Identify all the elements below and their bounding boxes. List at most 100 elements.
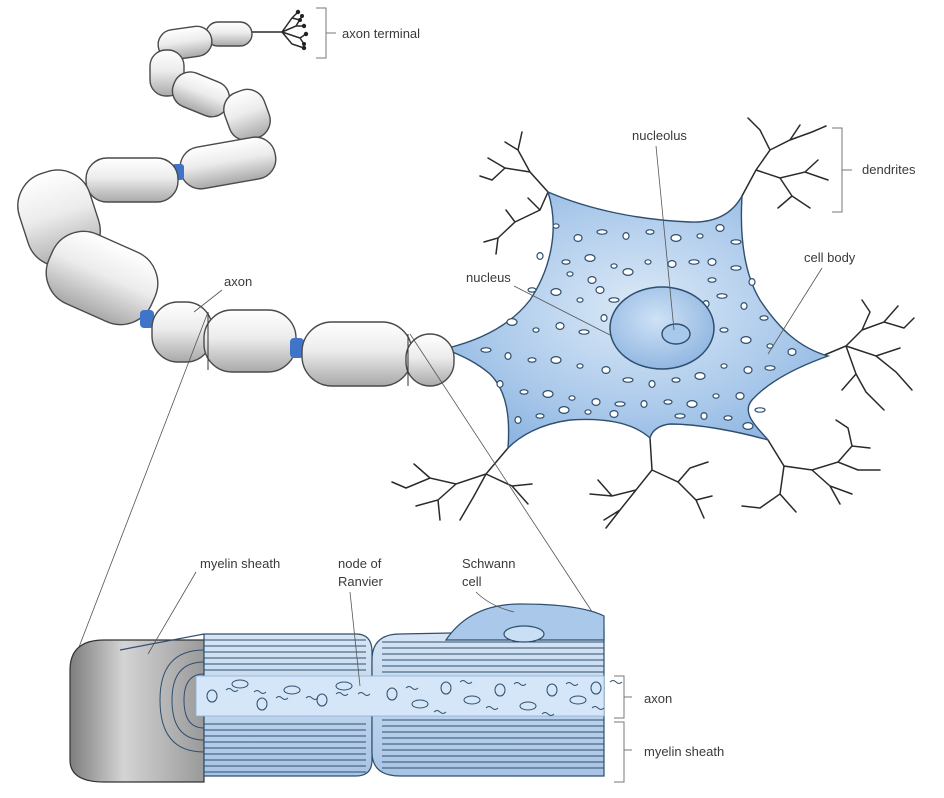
- nucleus-label: nucleus: [466, 270, 511, 285]
- nissl-granule: [550, 288, 562, 297]
- nissl-granule: [609, 410, 619, 419]
- nissl-granule: [595, 286, 605, 295]
- nissl-granule: [740, 302, 748, 311]
- axon-organelle: [335, 681, 353, 691]
- axon-organelle: [569, 695, 587, 705]
- axon-organelle: [463, 695, 481, 705]
- left-block-cap: [69, 639, 205, 783]
- zoom-line-right: [409, 333, 605, 631]
- node-of-ranvier-marker-2: [140, 310, 154, 328]
- nissl-granule: [696, 233, 704, 239]
- myelinated-axon: [17, 9, 455, 387]
- nissl-granule: [552, 223, 560, 229]
- axon-filament: [591, 706, 605, 710]
- axon-organelle: [590, 681, 602, 695]
- nissl-granule: [686, 400, 698, 409]
- nucleolus-label: nucleolus: [632, 128, 687, 143]
- nissl-granule: [519, 389, 529, 395]
- nissl-granule: [663, 399, 673, 405]
- nissl-granule: [584, 409, 592, 415]
- nissl-granule: [596, 229, 608, 235]
- schwann-cell-leader: [475, 591, 515, 613]
- myelin-sheath-bottom-bracket: [614, 721, 632, 783]
- nissl-granule: [550, 356, 562, 365]
- nissl-granule: [576, 363, 584, 369]
- axon-core-band: [195, 675, 605, 717]
- node-of-ranvier-marker-3: [290, 338, 304, 358]
- axon-organelle: [546, 683, 558, 697]
- right-sheath-layers: [382, 641, 604, 769]
- nissl-granule: [645, 229, 655, 235]
- nissl-granule: [667, 260, 677, 269]
- nissl-granule: [568, 395, 576, 401]
- nissl-granule: [674, 413, 686, 419]
- nissl-granule: [707, 258, 717, 267]
- axon-filament: [253, 690, 267, 694]
- axon-filament: [225, 688, 239, 692]
- nissl-granule: [527, 357, 537, 363]
- axon-top-label: axon: [224, 274, 252, 289]
- nissl-granule: [504, 352, 512, 361]
- axon-filament: [275, 696, 289, 700]
- nissl-granule: [688, 259, 700, 265]
- axon-core-organelles: [206, 679, 623, 716]
- nissl-granule: [584, 254, 596, 263]
- nissl-granule: [715, 224, 725, 233]
- nissl-granule: [506, 318, 518, 327]
- nissl-granule: [587, 276, 597, 285]
- nissl-granule: [527, 287, 537, 293]
- axon-terminal-bracket: [316, 7, 336, 59]
- axon-filament: [485, 706, 499, 710]
- nissl-granule: [723, 415, 733, 421]
- nissl-granule: [719, 327, 729, 333]
- axon-filament: [609, 680, 623, 684]
- nissl-granule: [578, 329, 590, 335]
- nissl-granule: [787, 348, 797, 357]
- nissl-granule: [542, 390, 554, 399]
- axon-organelle: [206, 689, 218, 703]
- nissl-granule: [700, 412, 708, 421]
- left-sheath-layers: [204, 639, 366, 773]
- axon-bottom-bracket: [614, 675, 632, 719]
- axon-organelle: [440, 681, 452, 695]
- axon-organelle: [519, 701, 537, 711]
- nissl-granule: [600, 314, 608, 323]
- axon-filament: [305, 696, 319, 700]
- nissl-granule: [754, 407, 766, 413]
- axon-filament: [405, 686, 419, 690]
- nissl-granule: [566, 271, 574, 277]
- axon-organelle: [386, 687, 398, 701]
- zoom-line-left: [73, 311, 209, 661]
- axon-top-leader: [193, 289, 223, 313]
- cell-granules: [480, 223, 797, 431]
- myelin-sheath-label-top: myelin sheath: [200, 556, 280, 571]
- nissl-granule: [644, 259, 652, 265]
- nissl-granule: [720, 363, 728, 369]
- nissl-granule: [532, 327, 540, 333]
- dendrites-label: dendrites: [862, 162, 916, 177]
- cell-body-leader: [767, 267, 823, 355]
- axon-filament: [335, 692, 349, 696]
- node-of-ranvier-label-line2: Ranvier: [338, 574, 383, 589]
- axon-terminal-label: axon terminal: [342, 26, 420, 41]
- axon-filament: [541, 712, 555, 716]
- myelin-sheath-bottom-label: myelin sheath: [644, 744, 724, 759]
- nissl-granule: [759, 315, 769, 321]
- nissl-granule: [514, 416, 522, 425]
- axon-filament: [433, 710, 447, 714]
- axon-filament: [459, 680, 473, 684]
- nissl-granule: [496, 380, 504, 389]
- nissl-granule: [740, 336, 752, 345]
- schwann-cell-shape: [444, 603, 605, 641]
- cell-body-label: cell body: [804, 250, 856, 265]
- nissl-granule: [555, 322, 565, 331]
- nissl-granule: [561, 259, 571, 265]
- myelin-sheath-leader-top: [147, 571, 197, 655]
- axon-filament: [565, 682, 579, 686]
- nissl-granule: [591, 398, 601, 407]
- nissl-granule: [743, 366, 753, 375]
- nissl-granule: [735, 392, 745, 401]
- nissl-granule: [622, 268, 634, 277]
- nissl-granule: [730, 239, 742, 245]
